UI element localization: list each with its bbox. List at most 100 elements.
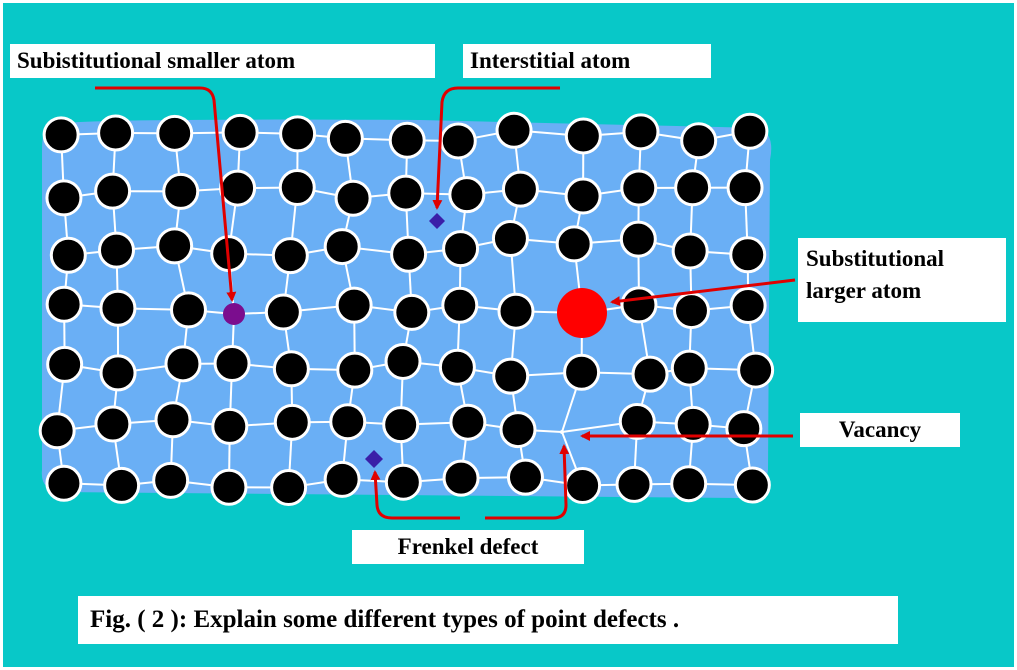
lattice-atom <box>323 228 361 266</box>
lattice-atom <box>94 172 132 210</box>
lattice-atom <box>680 122 718 160</box>
lattice-atom <box>211 407 249 445</box>
lattice-atom <box>439 122 477 160</box>
lattice-atom <box>563 353 601 391</box>
lattice-atom <box>97 231 135 269</box>
lattice-atom <box>448 176 486 214</box>
lattice-atom <box>726 169 764 207</box>
lattice-atom <box>382 406 420 444</box>
lattice-atom <box>270 469 308 507</box>
lattice-atom <box>731 112 769 150</box>
lattice-atom <box>619 220 657 258</box>
lattice-atom <box>672 292 710 330</box>
lattice-atom <box>99 289 137 327</box>
lattice-atom <box>499 411 537 449</box>
label-substitutional-larger-line1: Substitutional <box>806 246 945 271</box>
lattice-atom <box>442 459 480 497</box>
lattice-atom <box>620 286 658 324</box>
lattice-atom <box>156 114 194 152</box>
lattice-atom <box>326 119 364 157</box>
lattice-atom <box>564 117 602 155</box>
defect-atoms <box>223 213 607 468</box>
lattice-atom <box>164 345 202 383</box>
lattice-atom <box>674 405 712 443</box>
lattice-atom <box>390 235 428 273</box>
frenkel-interstitial-atom <box>365 450 383 468</box>
lattice-atom <box>156 227 194 265</box>
vacancy-site <box>560 430 564 434</box>
lattice-atom <box>393 293 431 331</box>
lattice-atom <box>441 286 479 324</box>
lattice-atom <box>388 121 426 159</box>
lattice-atom <box>671 232 709 270</box>
lattice-atom <box>323 460 361 498</box>
lattice-atom <box>564 177 602 215</box>
lattice-atom <box>210 468 248 506</box>
substitutional-larger-atom <box>557 288 607 338</box>
arrow-frenkel-vacancy <box>485 444 570 520</box>
label-frenkel-defect: Frenkel defect <box>352 530 584 564</box>
lattice-atom <box>387 174 425 212</box>
lattice-atom <box>45 179 83 217</box>
lattice-atom <box>264 293 302 331</box>
lattice-atom <box>334 179 372 217</box>
lattice-atom <box>272 350 310 388</box>
lattice-atom <box>620 169 658 207</box>
lattice-atom <box>336 351 374 389</box>
lattice-atom <box>622 113 660 151</box>
lattice-atoms <box>38 111 775 507</box>
lattice-atom <box>729 236 767 274</box>
lattice-atom <box>162 172 200 210</box>
lattice-atom <box>491 219 529 257</box>
lattice-atom <box>45 285 83 323</box>
lattice-atom <box>631 355 669 393</box>
lattice-atom <box>154 401 192 439</box>
lattice-atom <box>438 348 476 386</box>
lattice-atom <box>442 230 480 268</box>
lattice-atom <box>169 291 207 329</box>
lattice-atom <box>49 236 87 274</box>
pointer-arrows <box>95 86 796 520</box>
lattice-atom <box>279 115 317 153</box>
arrow-interstitial <box>432 86 560 210</box>
lattice-atom <box>384 342 422 380</box>
lattice-atom <box>213 344 251 382</box>
lattice-atom <box>492 357 530 395</box>
lattice-atom <box>97 114 135 152</box>
lattice-atom <box>725 410 763 448</box>
lattice-atom <box>221 113 259 151</box>
lattice-atom <box>99 354 137 392</box>
lattice-atom <box>615 465 653 503</box>
substitutional-smaller-atom <box>223 303 245 325</box>
lattice-atom <box>670 349 708 387</box>
lattice-atom <box>271 237 309 275</box>
lattice-atom <box>329 403 367 441</box>
lattice-atom <box>501 170 539 208</box>
lattice-atom <box>273 403 311 441</box>
lattice-atom <box>670 465 708 503</box>
arrow-substitutional-smaller <box>95 86 237 302</box>
lattice-atom <box>38 412 76 450</box>
lattice-atom <box>733 466 771 504</box>
arrow-frenkel-interstitial <box>370 470 460 520</box>
lattice-atom <box>46 345 84 383</box>
figure-caption: Fig. ( 2 ): Explain some different types… <box>78 596 898 644</box>
lattice-atom <box>384 463 422 501</box>
lattice-atom <box>729 286 767 324</box>
lattice-atom <box>94 405 132 443</box>
lattice-atom <box>152 461 190 499</box>
lattice-atom <box>278 169 316 207</box>
label-vacancy: Vacancy <box>800 413 960 447</box>
lattice-atom <box>564 467 602 505</box>
lattice-atom <box>335 286 373 324</box>
lattice-atom <box>103 466 141 504</box>
label-interstitial-atom: Interstitial atom <box>463 44 711 78</box>
lattice-atom <box>737 351 775 389</box>
lattice-atom <box>219 169 257 207</box>
arrow-substitutional-larger <box>610 278 796 307</box>
lattice-atom <box>506 458 544 496</box>
lattice-atom <box>495 111 533 149</box>
lattice-atom <box>555 225 593 263</box>
